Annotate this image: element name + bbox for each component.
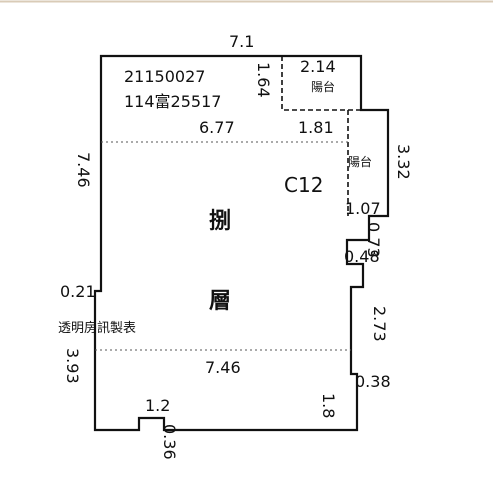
dim-right-lower-height: 2.73 [370, 306, 389, 342]
id-code: 21150027 [124, 67, 205, 86]
balcony-top-outline [281, 56, 361, 111]
floor-char-2: 層 [209, 289, 231, 314]
dim-right-bottom-height: 1.8 [319, 393, 338, 418]
balcony-top-label: 陽台 [311, 79, 335, 94]
dim-right-notch-b: 0.48 [344, 247, 380, 266]
dim-left-offset: 0.21 [60, 282, 96, 301]
ref-code: 114富25517 [124, 92, 221, 111]
dim-left-lower-height: 3.93 [63, 348, 82, 384]
dim-balcony-bottom-width: 1.07 [345, 199, 381, 218]
dim-right-upper-height: 3.32 [394, 144, 413, 180]
unit-label: C12 [284, 173, 323, 197]
note-text: 透明房訊製表 [58, 320, 136, 336]
dim-right-step: 0.38 [355, 372, 391, 391]
dim-balcony-top-depth: 1.64 [254, 62, 273, 98]
dim-left-upper-height: 7.46 [74, 152, 93, 188]
dim-right-notch-a: 0.73 [364, 222, 383, 258]
dim-balcony-top-width: 2.14 [300, 57, 336, 76]
dim-upper-room-width: 6.77 [199, 118, 235, 137]
dim-bottom-notch-depth: 0.36 [160, 424, 179, 460]
dim-bottom-notch-width: 1.2 [145, 396, 170, 415]
dim-lower-room-width: 7.46 [205, 358, 241, 377]
plan-outline [93, 54, 390, 432]
floor-char-1: 捌 [209, 208, 231, 234]
dim-top-width: 7.1 [229, 32, 254, 51]
balcony-right-label: 陽台 [348, 154, 372, 169]
dim-balcony-right-width: 1.81 [298, 118, 334, 137]
